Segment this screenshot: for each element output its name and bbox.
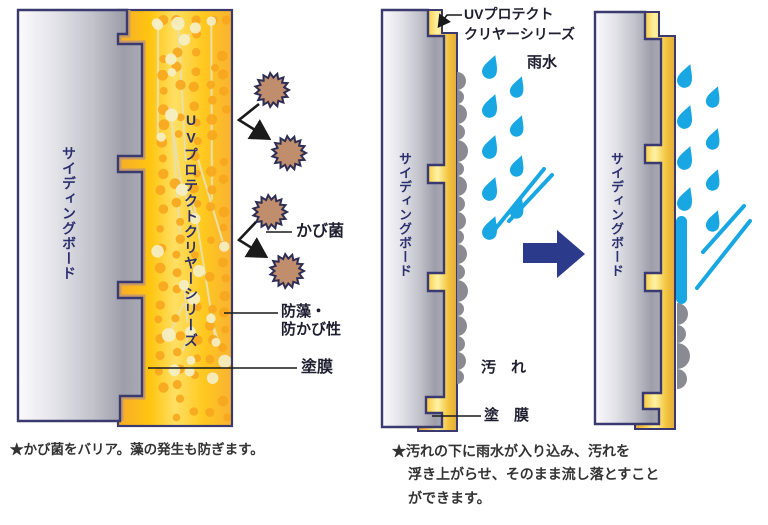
dirt-layer-middle <box>457 72 468 384</box>
board-label-middle: サイディングボード <box>397 152 412 278</box>
coating-label-vertical: UVプロテクトクリヤーシリーズ <box>183 112 199 349</box>
rain-streak <box>507 173 554 223</box>
rain-streak <box>490 167 546 235</box>
left-diagram <box>16 8 309 428</box>
mold-bounce-arrows <box>236 102 272 259</box>
rain-drop <box>479 52 503 81</box>
rain-drop <box>674 61 698 90</box>
caption-right-line2: 浮き上がらせ、そのまま流し落とすこと <box>408 466 660 482</box>
rain-streaks-right <box>695 204 752 290</box>
rain-drops-right <box>674 61 725 234</box>
rain-drop <box>479 213 503 242</box>
rain-drop <box>508 113 529 139</box>
coating-label-line2: クリヤーシリーズ <box>464 26 576 42</box>
rain-drop <box>479 132 503 161</box>
leader-lines-left <box>148 231 297 369</box>
siding-board-middle <box>380 8 446 429</box>
rain-label: 雨水 <box>527 54 558 71</box>
coating-film-label-right: 塗 膜 <box>484 407 530 424</box>
bounce-arrow-bottom <box>236 221 269 259</box>
bounce-arrow-top <box>236 102 272 141</box>
rain-streaks-middle <box>490 167 554 235</box>
rain-drops-middle <box>479 52 529 242</box>
siding-board-right <box>593 10 663 426</box>
rain-streak <box>701 204 746 254</box>
anti-algae-label-line1: 防藻・ <box>281 303 327 320</box>
rain-drop <box>674 184 698 213</box>
coating-film-label-left: 塗膜 <box>301 359 334 376</box>
mold-label: かび菌 <box>296 223 345 240</box>
rain-drop <box>479 174 503 203</box>
caption-right-line3: ができます。 <box>408 490 491 506</box>
mold-spore <box>253 71 292 109</box>
rain-drop <box>674 102 698 131</box>
board-label-left: サイディングボード <box>61 146 77 281</box>
mold-spore <box>270 134 309 172</box>
rain-streak <box>695 219 752 290</box>
coating-label-line1: UVプロテクト <box>464 6 554 22</box>
caption-left: ★かび菌をバリア。藻の発生も防ぎます。 <box>10 442 264 457</box>
coat-molecule-texture <box>151 14 233 422</box>
water-film <box>676 216 687 304</box>
middle-diagram <box>380 8 554 432</box>
dirt-washing-down <box>677 303 690 389</box>
rain-drop <box>704 84 725 110</box>
rain-drop <box>674 143 698 172</box>
board-label-right: サイディングボード <box>609 152 624 278</box>
caption-right-line1: ★汚れの下に雨水が入り込み、汚れを <box>392 443 630 459</box>
rain-drop <box>508 153 529 179</box>
leader-lines-middle <box>432 13 481 417</box>
rain-drop <box>704 126 725 152</box>
mold-spore <box>251 193 290 231</box>
rain-drop <box>508 74 529 100</box>
rain-drop <box>479 91 503 120</box>
flow-arrow <box>523 230 585 278</box>
mold-spore <box>268 252 307 290</box>
coating-label-leader <box>437 13 462 28</box>
siding-board-left <box>16 8 144 423</box>
rain-drop <box>704 167 725 193</box>
anti-algae-label-line2: 防かび性 <box>281 321 342 338</box>
mold-spores <box>251 71 309 290</box>
dirt-label: 汚 れ <box>481 359 527 376</box>
right-diagram <box>593 10 752 430</box>
